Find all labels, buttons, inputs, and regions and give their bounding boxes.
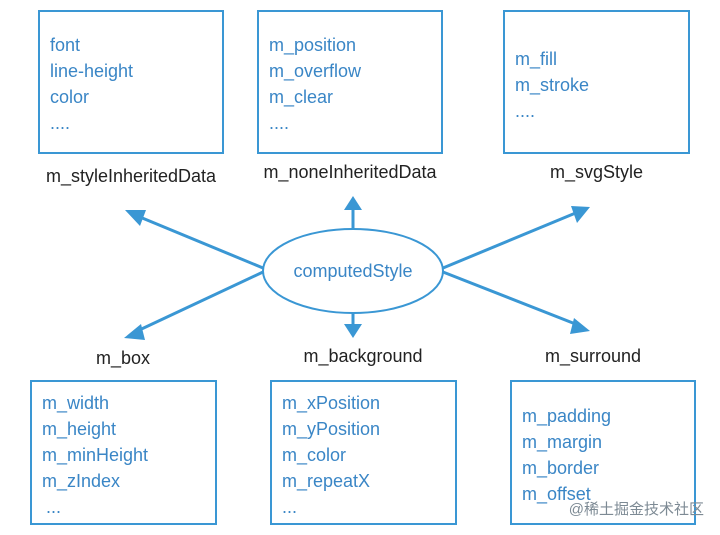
box-style-inherited: font line-height color ....	[38, 10, 224, 154]
item-list: m_fill m_stroke ....	[515, 46, 589, 124]
list-item: color	[50, 87, 90, 107]
label-style-inherited: m_styleInheritedData	[45, 166, 217, 186]
list-item: m_minHeight	[42, 445, 149, 465]
list-item: m_clear	[269, 87, 334, 107]
list-item: ...	[46, 497, 62, 517]
box-surround: m_padding m_margin m_border m_offset	[510, 380, 696, 525]
arrow-to-box	[132, 270, 264, 335]
list-item: ....	[269, 113, 290, 133]
arrowhead-background	[344, 324, 362, 338]
label-box: m_box	[95, 348, 151, 368]
list-item: m_width	[42, 393, 110, 413]
label-background: m_background	[303, 346, 423, 366]
arrow-to-style-inherited	[134, 213, 264, 270]
item-list: m_position m_overflow m_clear ....	[269, 32, 361, 136]
list-item: ....	[50, 113, 71, 133]
box-box: m_width m_height m_minHeight m_zIndex ..…	[30, 380, 217, 525]
list-item: m_color	[282, 445, 347, 465]
arrowhead-none-inherited	[344, 196, 362, 210]
box-none-inherited: m_position m_overflow m_clear ....	[257, 10, 443, 154]
list-item: m_padding	[522, 406, 612, 426]
list-item: m_overflow	[269, 61, 362, 81]
list-item: m_repeatX	[282, 471, 371, 491]
label-none-inherited: m_noneInheritedData	[263, 162, 437, 182]
watermark-text: @稀土掘金技术社区	[568, 501, 704, 518]
list-item: ....	[515, 101, 536, 121]
list-item: line-height	[50, 61, 134, 81]
label-svg-style: m_svgStyle	[549, 162, 644, 182]
box-svg-style: m_fill m_stroke ....	[503, 10, 690, 154]
list-item: font	[50, 35, 81, 55]
list-item: ...	[282, 497, 298, 517]
center-label: computedStyle	[293, 261, 413, 281]
list-item: m_fill	[515, 49, 558, 69]
list-item: m_zIndex	[42, 471, 121, 491]
list-item: m_offset	[522, 484, 591, 504]
arrowhead-svg-style	[571, 206, 590, 223]
list-item: m_xPosition	[282, 393, 381, 413]
list-item: m_height	[42, 419, 117, 439]
box-background: m_xPosition m_yPosition m_color m_repeat…	[270, 380, 457, 525]
item-list: m_xPosition m_yPosition m_color m_repeat…	[282, 390, 380, 520]
item-list: m_width m_height m_minHeight m_zIndex ..…	[42, 390, 148, 520]
item-list: font line-height color ....	[50, 32, 133, 136]
list-item: m_margin	[522, 432, 603, 452]
arrow-to-surround	[442, 270, 579, 327]
list-item: m_stroke	[515, 75, 590, 95]
arrowhead-style-inherited	[125, 210, 146, 226]
label-surround: m_surround	[544, 346, 642, 366]
item-list: m_padding m_margin m_border m_offset	[522, 403, 611, 507]
list-item: m_border	[522, 458, 600, 478]
list-item: m_position	[269, 35, 357, 55]
list-item: m_yPosition	[282, 419, 381, 439]
arrow-to-svg-style	[442, 210, 579, 270]
arrowhead-box	[124, 324, 145, 340]
arrowhead-surround	[570, 318, 590, 334]
